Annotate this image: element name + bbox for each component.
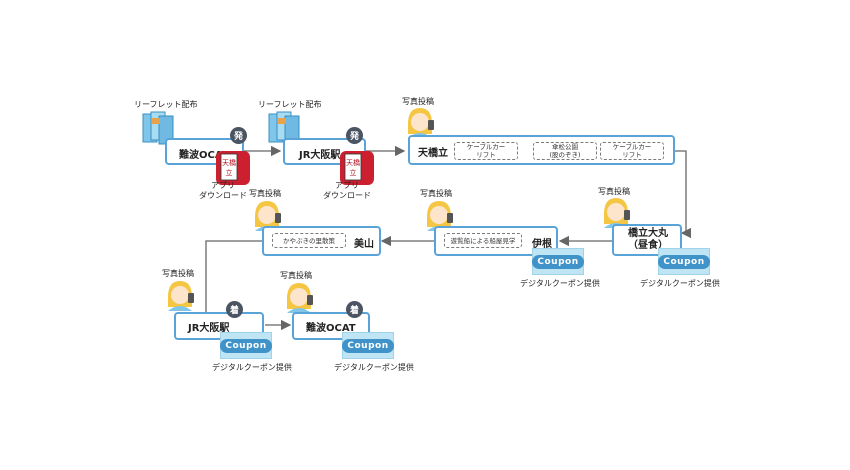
coupon-text: Coupon bbox=[658, 254, 710, 269]
node-hashidate-daimaru: 橋立大丸 （昼食） bbox=[612, 224, 682, 256]
person-photo-icon bbox=[427, 201, 453, 231]
coupon-icon: Coupon bbox=[658, 248, 710, 275]
leaflet-icon bbox=[142, 111, 174, 145]
coupon-icon: Coupon bbox=[532, 248, 584, 275]
node-name: 橋立大丸 （昼食） bbox=[628, 228, 668, 251]
photo-label: 写真投稿 bbox=[249, 189, 281, 198]
photo-label: 写真投稿 bbox=[402, 97, 434, 106]
coupon-label: デジタルクーポン提供 bbox=[640, 279, 720, 288]
svg-text:立: 立 bbox=[350, 168, 357, 177]
node-miyama: かやぶきの里散策 美山 bbox=[262, 226, 381, 256]
leaflet-icon bbox=[268, 111, 300, 145]
app-icon: 天橋 立 bbox=[340, 151, 374, 185]
svg-text:天橋: 天橋 bbox=[222, 158, 236, 167]
app-download-label: アプリ ダウンロード bbox=[199, 181, 247, 200]
node-ine: 遊覧船による船屋見学 伊根 bbox=[434, 226, 558, 256]
coupon-label: デジタルクーポン提供 bbox=[334, 363, 414, 372]
person-photo-icon bbox=[604, 198, 630, 228]
leaflet-label: リーフレット配布 bbox=[258, 100, 322, 109]
coupon-text: Coupon bbox=[342, 338, 394, 353]
activity-kasamatsu-park: 傘松公園 (股のぞき) bbox=[533, 142, 597, 160]
svg-text:立: 立 bbox=[226, 168, 233, 177]
node-name: 伊根 bbox=[532, 239, 552, 250]
node-name: 難波OCAT bbox=[179, 150, 229, 161]
activity-cable-car: ケーブルカー リフト bbox=[600, 142, 664, 160]
leaflet-label: リーフレット配布 bbox=[134, 100, 198, 109]
photo-label: 写真投稿 bbox=[598, 187, 630, 196]
node-name: 難波OCAT bbox=[306, 323, 356, 334]
photo-label: 写真投稿 bbox=[420, 189, 452, 198]
person-photo-icon bbox=[168, 281, 194, 311]
activity-kayabuki-walk: かやぶきの里散策 bbox=[272, 233, 346, 248]
coupon-label: デジタルクーポン提供 bbox=[212, 363, 292, 372]
coupon-text: Coupon bbox=[532, 254, 584, 269]
depart-badge: 発 bbox=[230, 127, 247, 144]
app-download-label: アプリ ダウンロード bbox=[323, 181, 371, 200]
activity-boat-tour: 遊覧船による船屋見学 bbox=[444, 233, 522, 248]
node-name: JR大阪駅 bbox=[299, 150, 341, 161]
depart-badge: 発 bbox=[346, 127, 363, 144]
node-amanohashidate: 天橋立 ケーブルカー リフト 傘松公園 (股のぞき) ケーブルカー リフト bbox=[408, 135, 675, 165]
svg-text:天橋: 天橋 bbox=[346, 158, 360, 167]
coupon-text: Coupon bbox=[220, 338, 272, 353]
node-name: 美山 bbox=[354, 239, 374, 250]
coupon-icon: Coupon bbox=[342, 332, 394, 359]
person-photo-icon bbox=[287, 283, 313, 313]
coupon-icon: Coupon bbox=[220, 332, 272, 359]
app-icon: 天橋 立 bbox=[216, 151, 250, 185]
coupon-label: デジタルクーポン提供 bbox=[520, 279, 600, 288]
node-name: JR大阪駅 bbox=[188, 323, 230, 334]
arrive-badge: 着 bbox=[346, 301, 363, 318]
arrive-badge: 着 bbox=[226, 301, 243, 318]
photo-label: 写真投稿 bbox=[162, 269, 194, 278]
photo-label: 写真投稿 bbox=[280, 271, 312, 280]
person-photo-icon bbox=[408, 108, 434, 138]
activity-cable-car: ケーブルカー リフト bbox=[454, 142, 518, 160]
node-name: 天橋立 bbox=[418, 148, 448, 159]
